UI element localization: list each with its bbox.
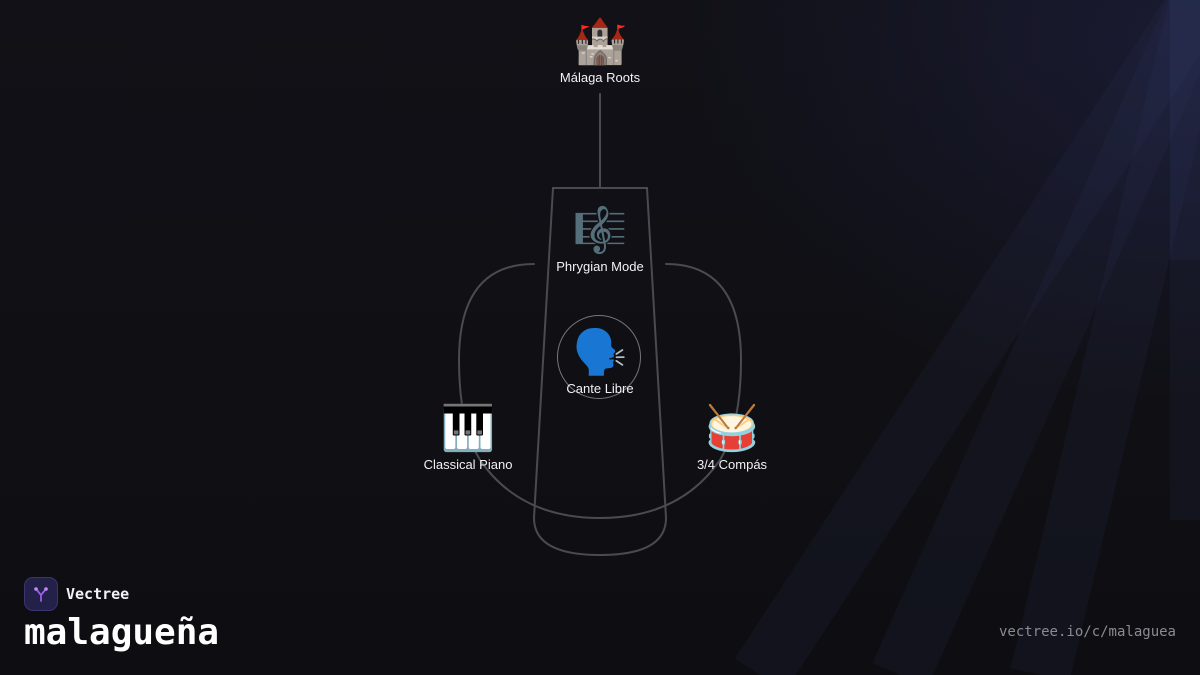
- piano-keyboard-icon: 🎹: [440, 403, 496, 454]
- castle-icon: 🏰: [572, 16, 628, 67]
- drum-icon: 🥁: [704, 403, 760, 454]
- node-label: 3/4 Compás: [696, 457, 768, 472]
- node-phrygian-mode[interactable]: 🎼 Phrygian Mode: [520, 205, 680, 274]
- tree-branch-icon: [24, 577, 58, 611]
- page-url[interactable]: vectree.io/c/malaguea: [998, 624, 1176, 640]
- core-node-ring: [557, 315, 641, 399]
- node-cante-libre[interactable]: 🗣️ Cante Libre: [520, 327, 680, 396]
- node-label: Classical Piano: [423, 457, 513, 472]
- brand[interactable]: Vectree: [24, 577, 129, 611]
- node-malaga-roots[interactable]: 🏰 Málaga Roots: [520, 16, 680, 85]
- node-label: Cante Libre: [566, 381, 634, 396]
- speaking-head-icon: 🗣️: [572, 327, 628, 378]
- guitar-neck-outline: [532, 187, 668, 557]
- page-title: malagueña: [24, 612, 220, 653]
- brand-name: Vectree: [66, 585, 130, 603]
- guitar-body-outline: [457, 263, 743, 520]
- node-compas[interactable]: 🥁 3/4 Compás: [652, 403, 812, 472]
- musical-score-icon: 🎼: [572, 205, 628, 256]
- node-label: Málaga Roots: [559, 70, 641, 85]
- node-classical-piano[interactable]: 🎹 Classical Piano: [388, 403, 548, 472]
- node-label: Phrygian Mode: [556, 259, 644, 274]
